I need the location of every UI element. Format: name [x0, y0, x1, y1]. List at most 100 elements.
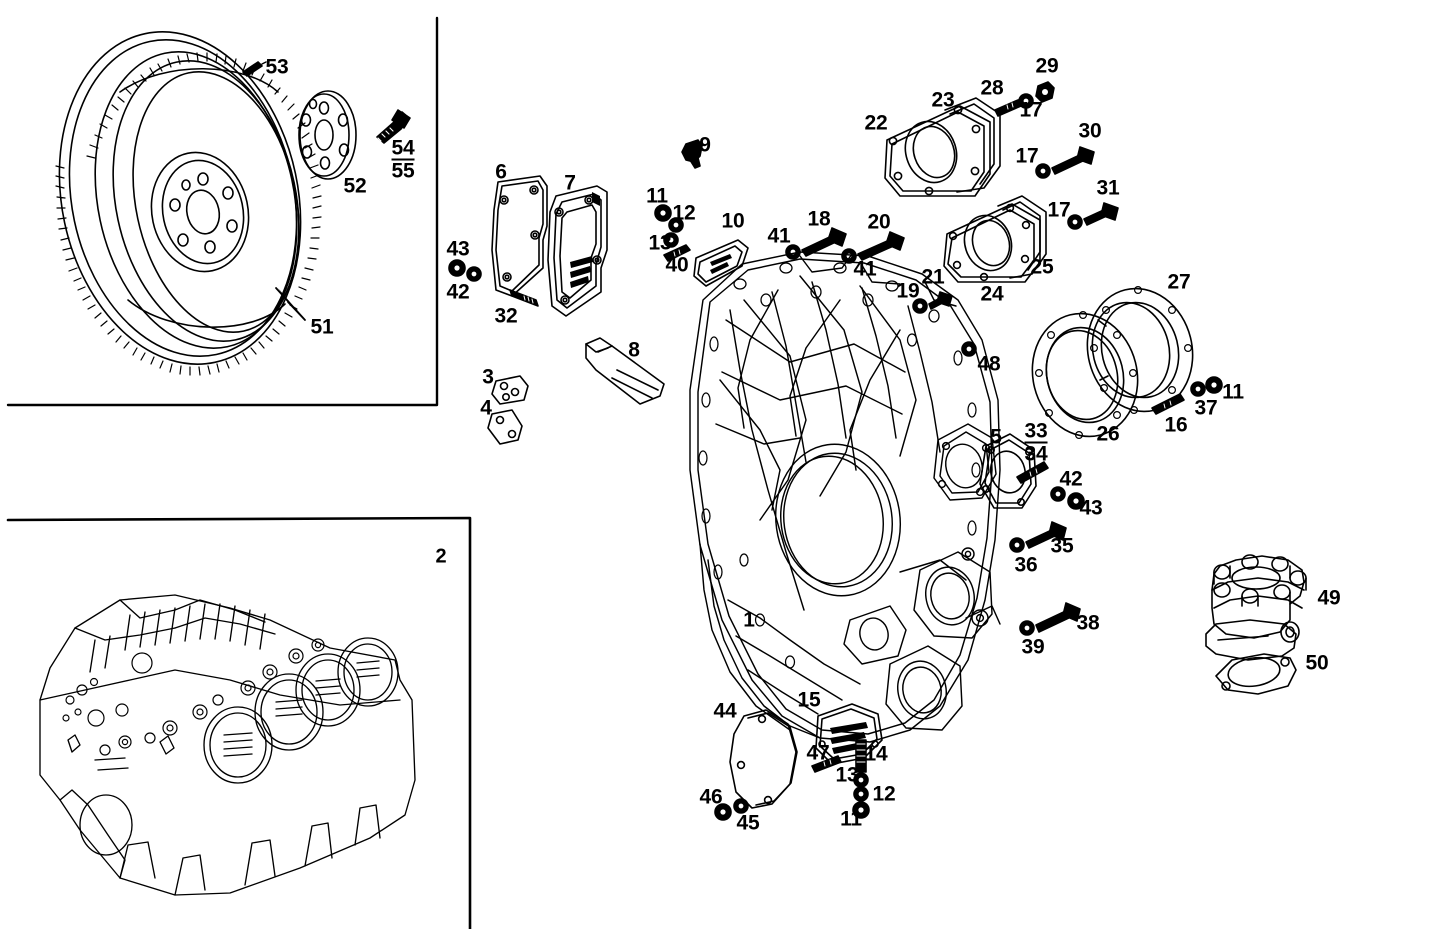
part-2-engine-block [39, 594, 416, 896]
callout-15: 15 [797, 688, 821, 712]
callout-3: 3 [482, 365, 494, 389]
callout-46: 46 [699, 785, 723, 809]
callout-24: 24 [980, 282, 1004, 306]
part-7-cover [547, 185, 608, 317]
callout-47: 47 [806, 741, 830, 765]
callout-55: 55 [391, 159, 415, 183]
callout-45: 45 [736, 811, 760, 835]
callout-17-b: 17 [1015, 144, 1039, 168]
callout-1: 1 [743, 608, 755, 632]
callout-9: 9 [699, 133, 711, 157]
parts-22-23-flange-gasket-upper [884, 97, 1001, 197]
callout-53: 53 [265, 55, 289, 79]
part-5-gasket [979, 433, 1037, 509]
flywheel-assembly [55, 31, 322, 376]
callout-43-left: 43 [446, 237, 470, 261]
part-44-cover-plate [729, 709, 798, 809]
callout-33-34: 33 34 [1024, 419, 1048, 466]
part-3-bracket [491, 375, 529, 405]
parts-30-17 [1035, 146, 1095, 179]
callout-54: 54 [391, 136, 415, 161]
callout-18: 18 [807, 207, 831, 231]
part-52-adapter-plate [298, 90, 357, 180]
callout-29: 29 [1035, 54, 1059, 78]
panel-label-2: 2 [435, 545, 447, 568]
panel-frame-engine-block [6, 516, 472, 929]
callout-19: 19 [896, 279, 920, 303]
callout-48: 48 [977, 352, 1001, 376]
callout-21: 21 [921, 265, 945, 289]
callout-54-55: 54 55 [391, 136, 415, 183]
parts-16-37-11 [1151, 376, 1223, 415]
callout-27: 27 [1167, 270, 1191, 294]
part-15-cover [815, 703, 883, 765]
callout-36: 36 [1014, 553, 1038, 577]
parts-28-17-29 [994, 81, 1055, 117]
parts-38-39 [1019, 602, 1081, 636]
callout-20: 20 [867, 210, 891, 234]
callout-11-lower: 11 [840, 807, 862, 831]
part-27-ring-rear [1086, 286, 1194, 415]
part-8-sealant-tube [585, 337, 665, 405]
callout-32: 32 [494, 304, 518, 328]
parts-33-34-42-43 [1016, 461, 1085, 510]
parts-24-25-flange-gasket-lower [943, 195, 1047, 283]
callout-52: 52 [343, 174, 367, 198]
callout-4: 4 [480, 396, 492, 420]
callout-7: 7 [564, 171, 576, 195]
callout-13-upper: 13 [648, 231, 672, 255]
callout-39: 39 [1021, 635, 1045, 659]
callout-50: 50 [1305, 651, 1329, 675]
part-10-cover-plate [693, 239, 749, 287]
parts-31-17 [1067, 202, 1119, 230]
part-50-pump-gasket [1215, 653, 1297, 695]
callout-44: 44 [713, 699, 737, 723]
callout-34: 34 [1024, 442, 1048, 466]
part-53-dowel-pin [242, 61, 267, 77]
callout-41-a: 41 [767, 224, 791, 248]
callout-38: 38 [1076, 611, 1100, 635]
callout-25: 25 [1030, 255, 1054, 279]
parts-11-12-13-fasteners-upper [654, 204, 691, 262]
part-49-pump-assembly [1205, 554, 1307, 661]
panel-frame-flywheel [6, 16, 439, 407]
callout-13-lower: 13 [835, 763, 859, 787]
part-6-gasket [491, 175, 548, 297]
parts-21-19-bolt-washer [912, 291, 953, 314]
callout-33: 33 [1024, 419, 1048, 444]
callout-26: 26 [1096, 422, 1120, 446]
part-54-55-bolt [376, 109, 411, 144]
part-26-ring-front [1031, 311, 1139, 440]
callout-16: 16 [1164, 413, 1188, 437]
part-1-flywheel-housing [689, 251, 1001, 743]
parts-35-36 [1009, 521, 1067, 553]
ring-gear-teeth [55, 52, 322, 376]
callout-14: 14 [864, 742, 888, 766]
part-32-screws [509, 289, 539, 307]
callout-35: 35 [1050, 534, 1074, 558]
callout-41-b: 41 [853, 257, 877, 281]
callout-6: 6 [495, 160, 507, 184]
callout-40: 40 [665, 253, 689, 277]
callout-10: 10 [721, 209, 745, 233]
callout-17-c: 17 [1047, 198, 1071, 222]
callout-31: 31 [1096, 176, 1120, 200]
callout-5: 5 [990, 425, 1002, 449]
callout-51: 51 [310, 315, 334, 339]
callout-17-a: 17 [1019, 98, 1043, 122]
callout-42-right: 42 [1059, 467, 1083, 491]
part-4-bracket [487, 409, 523, 445]
callout-12-lower: 12 [872, 782, 896, 806]
parts-42-43-nut-washer-left [448, 259, 482, 282]
part-47-screw [811, 755, 842, 773]
callout-23: 23 [931, 88, 955, 112]
callout-37: 37 [1194, 396, 1218, 420]
parts-20-41-bolt-washer [841, 231, 905, 264]
callout-22: 22 [864, 111, 888, 135]
callout-28: 28 [980, 76, 1004, 100]
callout-12-upper: 12 [672, 201, 696, 225]
callout-43-right: 43 [1079, 496, 1103, 520]
callout-42-left: 42 [446, 280, 470, 304]
